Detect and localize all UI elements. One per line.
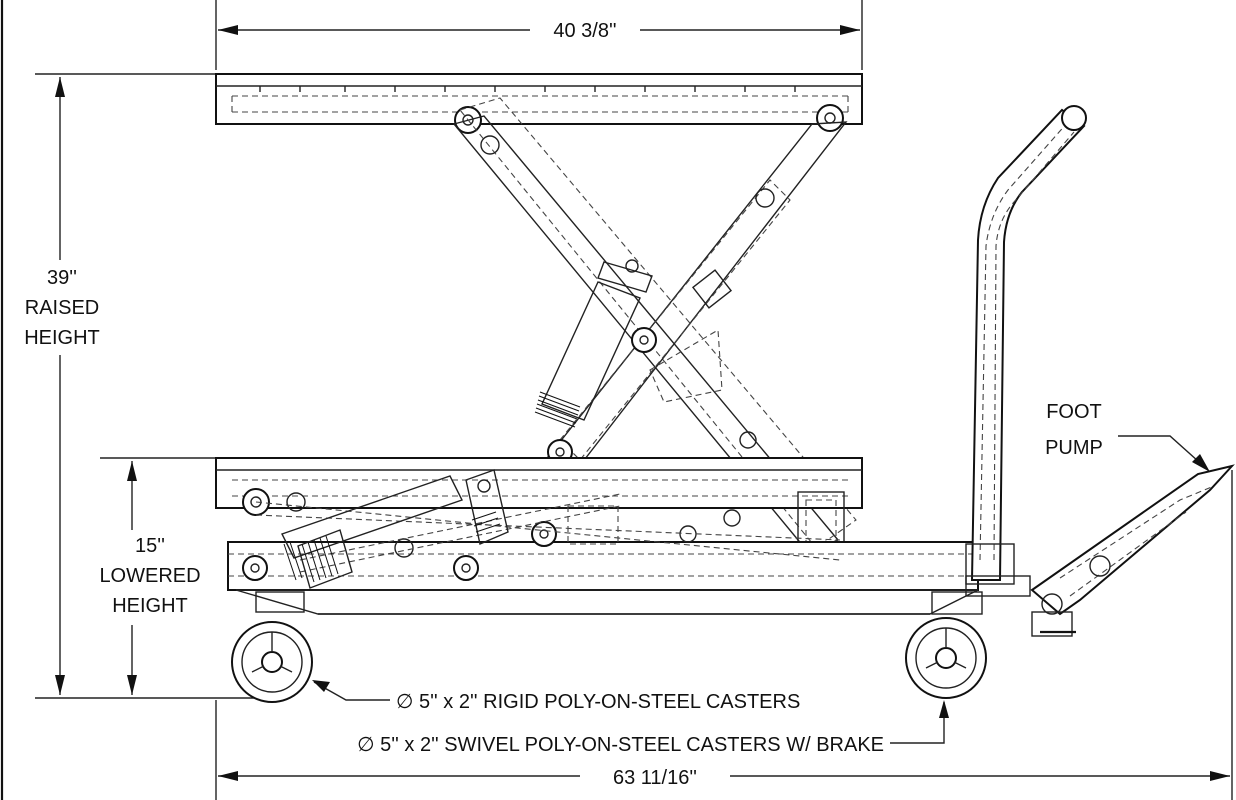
overall-length-label: 63 11/16'': [613, 767, 697, 789]
lowered-height-value: 15'': [135, 535, 165, 557]
extension-lines: [35, 0, 1233, 800]
lowered-height-line1: LOWERED: [99, 565, 200, 587]
raised-height-line1: RAISED: [25, 297, 99, 319]
top-width-dimension: 40 3/8'': [218, 20, 860, 42]
raised-height-value: 39'': [47, 267, 77, 289]
foot-pump-callout: FOOT PUMP: [1045, 401, 1210, 472]
top-width-label: 40 3/8'': [553, 20, 616, 42]
swivel-caster-callout: ∅ 5'' x 2'' SWIVEL POLY-ON-STEEL CASTERS…: [357, 700, 949, 756]
raised-height-dimension: 39'' RAISED HEIGHT: [24, 77, 100, 695]
lowered-height-dimension: 15'' LOWERED HEIGHT: [99, 461, 201, 695]
hydraulic-cylinder: [534, 259, 653, 428]
lower-platform: [215, 457, 863, 587]
lowered-height-line2: HEIGHT: [112, 595, 188, 617]
overall-length-dimension: 63 11/16'': [218, 767, 1230, 789]
swivel-caster: [905, 591, 987, 699]
lower-cylinder: [281, 469, 509, 589]
rigid-caster-label: ∅ 5'' x 2'' RIGID POLY-ON-STEEL CASTERS: [396, 691, 800, 713]
foot-pump: [1030, 464, 1235, 637]
rigid-caster-callout: ∅ 5'' x 2'' RIGID POLY-ON-STEEL CASTERS: [312, 680, 800, 713]
raised-height-line2: HEIGHT: [24, 327, 100, 349]
swivel-caster-label: ∅ 5'' x 2'' SWIVEL POLY-ON-STEEL CASTERS…: [357, 734, 884, 756]
foot-pump-label-line2: PUMP: [1045, 437, 1103, 459]
top-platform: [215, 73, 863, 134]
foot-pump-label-line1: FOOT: [1046, 401, 1102, 423]
handle: [965, 105, 1087, 597]
base-frame: [227, 493, 979, 615]
rigid-caster: [231, 591, 313, 703]
